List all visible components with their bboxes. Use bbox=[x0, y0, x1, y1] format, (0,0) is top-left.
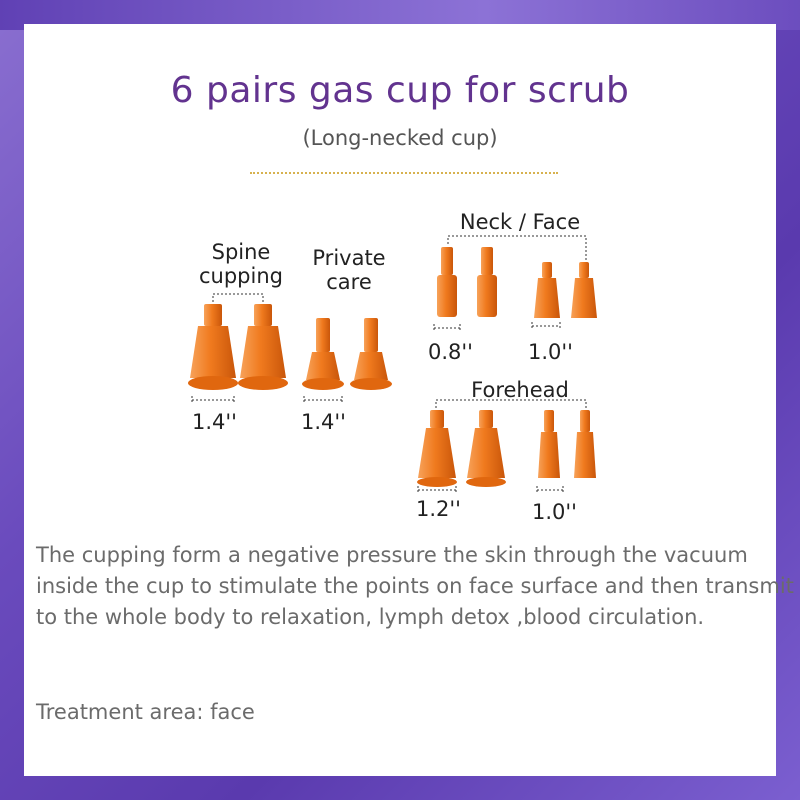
face-cup-2 bbox=[571, 262, 597, 318]
forehead-cup-3 bbox=[538, 410, 560, 478]
forehead-label: Forehead bbox=[471, 378, 569, 402]
spine-cup-2 bbox=[238, 304, 288, 390]
private-cup-2 bbox=[350, 318, 392, 390]
neck-cup-1 bbox=[437, 247, 457, 317]
neck-size: 0.8'' bbox=[428, 340, 473, 364]
neck-face-label: Neck / Face bbox=[459, 210, 581, 234]
private-cup-1 bbox=[302, 318, 344, 390]
forehead-cup-4 bbox=[574, 410, 596, 478]
title-divider bbox=[250, 172, 558, 174]
private-size: 1.4'' bbox=[301, 410, 346, 434]
spine-cup-1 bbox=[188, 304, 238, 390]
private-label: Private care bbox=[304, 246, 394, 294]
private-label-line2: care bbox=[326, 270, 372, 294]
private-label-line1: Private bbox=[312, 246, 386, 270]
forehead-cup-1 bbox=[417, 410, 457, 487]
forehead-size-left: 1.2'' bbox=[416, 497, 461, 521]
page-title: 6 pairs gas cup for scrub bbox=[170, 70, 630, 111]
spine-label-line1: Spine bbox=[211, 240, 271, 264]
face-size: 1.0'' bbox=[528, 340, 573, 364]
spine-size: 1.4'' bbox=[192, 410, 237, 434]
forehead-size-right: 1.0'' bbox=[532, 500, 577, 524]
face-cup-1 bbox=[534, 262, 560, 318]
spine-label-line2: cupping bbox=[199, 264, 283, 288]
spine-label: Spine cupping bbox=[196, 240, 286, 288]
treatment-area-text: Treatment area: face bbox=[36, 700, 255, 724]
forehead-cup-2 bbox=[466, 410, 506, 487]
bracket-lines bbox=[212, 235, 587, 408]
measure-lines bbox=[191, 322, 564, 494]
page-subtitle: (Long-necked cup) bbox=[302, 126, 498, 150]
neck-cup-2 bbox=[477, 247, 497, 317]
description-text: The cupping form a negative pressure the… bbox=[36, 543, 794, 629]
content-card bbox=[24, 24, 776, 776]
